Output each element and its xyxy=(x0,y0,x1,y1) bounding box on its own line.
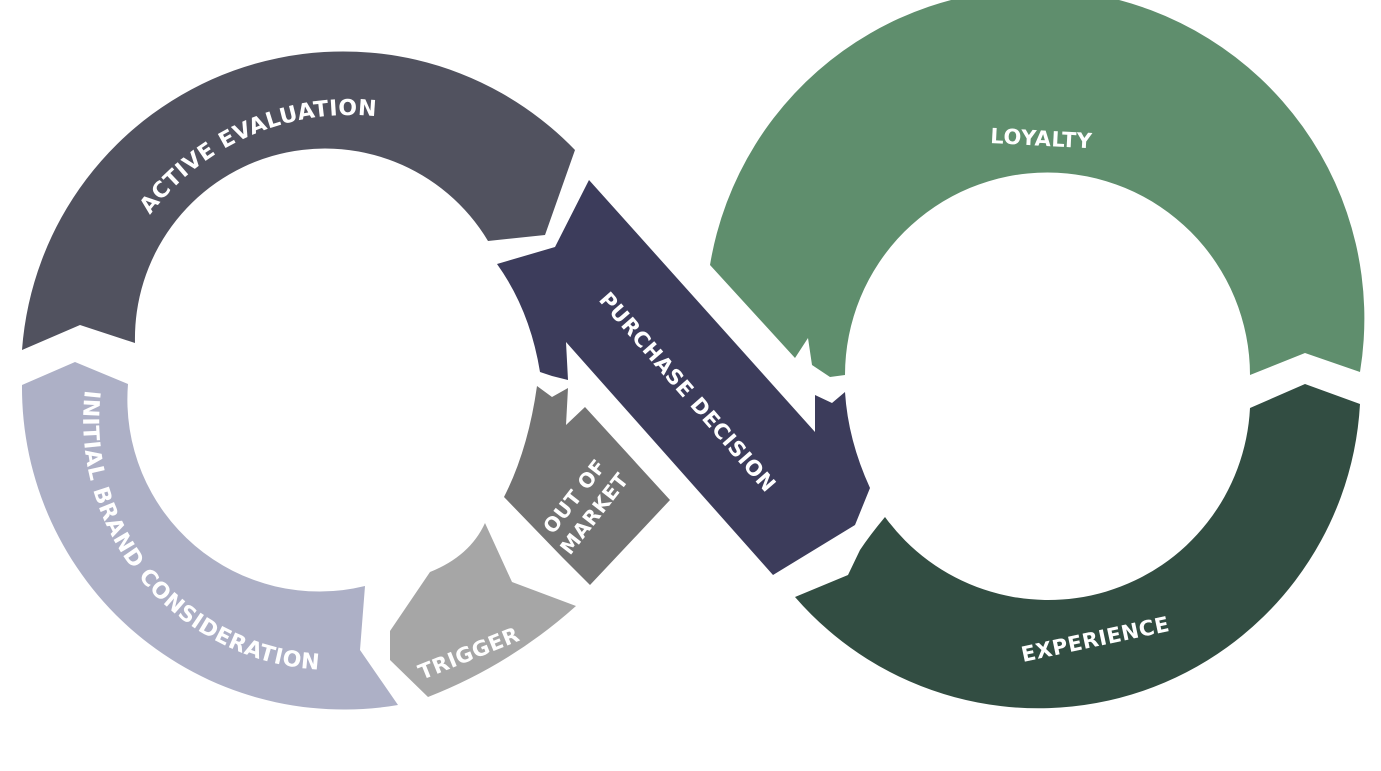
segment-loyalty xyxy=(710,0,1365,377)
segment-purchase-decision xyxy=(497,180,870,575)
segment-experience xyxy=(795,384,1360,709)
segment-active-evaluation xyxy=(22,51,575,350)
segment-out-of-market xyxy=(504,386,670,585)
label-loyalty: LOYALTY xyxy=(990,124,1094,153)
segment-initial-brand-consideration xyxy=(21,362,399,710)
segment-trigger xyxy=(390,523,576,697)
